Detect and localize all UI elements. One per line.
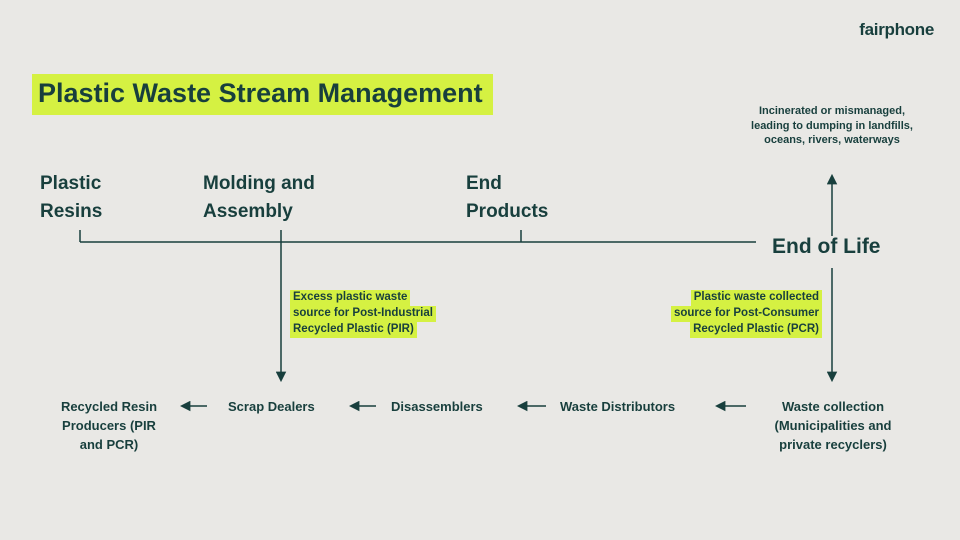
pir-annotation-line: Excess plastic waste <box>290 290 411 306</box>
pcr-annotation-line: Recycled Plastic (PCR) <box>690 322 822 338</box>
page-title: Plastic Waste Stream Management <box>32 74 493 115</box>
pcr-annotation: Plastic waste collected source for Post-… <box>620 290 822 338</box>
node-recycled-resin-producers: Recycled Resin Producers (PIR and PCR) <box>60 399 158 452</box>
incinerated-note: Incinerated or mismanaged, leading to du… <box>751 105 913 146</box>
node-waste-distributors: Waste Distributors <box>560 399 676 414</box>
pir-annotation-line: Recycled Plastic (PIR) <box>290 322 417 338</box>
node-disassemblers: Disassemblers <box>391 399 483 414</box>
pir-annotation: Excess plastic waste source for Post-Ind… <box>290 290 436 338</box>
fairphone-logo: fairphone <box>859 20 934 39</box>
stage-molding-assembly: Molding and Assembly <box>203 173 315 222</box>
stage-plastic-resins: Plastic Resins <box>40 173 103 222</box>
end-of-life-label: End of Life <box>772 235 881 258</box>
pir-annotation-line: source for Post-Industrial <box>290 306 436 322</box>
pcr-annotation-line: source for Post-Consumer <box>670 306 822 322</box>
node-scrap-dealers: Scrap Dealers <box>228 399 315 414</box>
node-waste-collection: Waste collection (Municipalities and pri… <box>774 399 892 452</box>
pcr-annotation-line: Plastic waste collected <box>690 290 822 306</box>
stage-end-products: End Products <box>466 173 549 222</box>
